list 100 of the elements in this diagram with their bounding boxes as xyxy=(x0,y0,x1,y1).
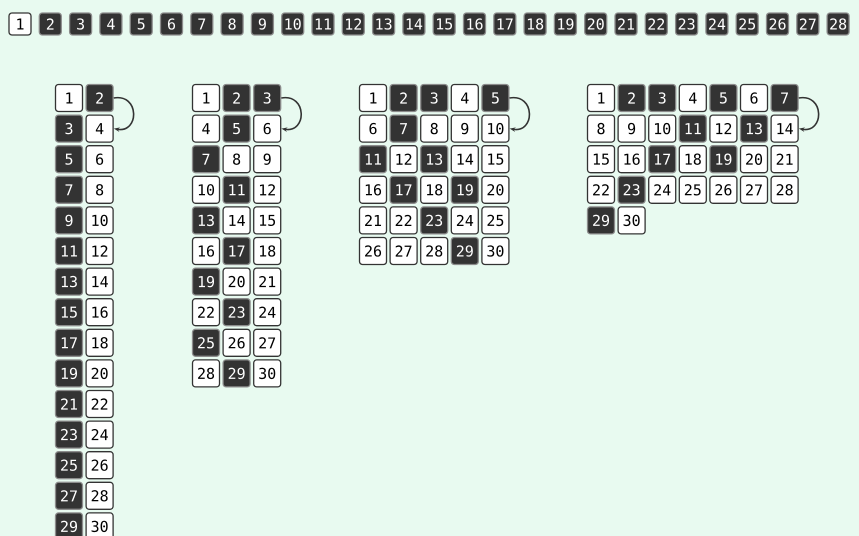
number-cell: 26 xyxy=(709,176,738,204)
number-cell: 15 xyxy=(253,206,282,235)
shaded-number-cell: 3 xyxy=(420,84,448,112)
curved-arrow xyxy=(114,96,134,132)
number-cell: 30 xyxy=(617,206,646,235)
number-cell: 14 xyxy=(85,267,114,296)
number-cell: 4 xyxy=(85,114,114,143)
shaded-number-cell: 23 xyxy=(420,206,448,235)
shaded-number-cell: 3 xyxy=(68,12,92,36)
number-cell: 24 xyxy=(648,176,676,204)
shaded-number-cell: 22 xyxy=(644,12,668,36)
number-cell: 18 xyxy=(253,236,282,266)
number-cell: 12 xyxy=(709,114,738,143)
shaded-number-cell: 12 xyxy=(342,12,365,36)
shaded-number-cell: 13 xyxy=(420,145,448,174)
number-cell: 18 xyxy=(678,145,707,174)
shaded-number-cell: 20 xyxy=(584,12,608,36)
shaded-number-cell: 4 xyxy=(99,12,123,36)
shaded-number-cell: 29 xyxy=(586,206,616,235)
number-cell: 10 xyxy=(648,114,676,143)
number-cell: 25 xyxy=(678,176,707,204)
number-cell: 16 xyxy=(358,176,388,204)
shaded-number-cell: 13 xyxy=(192,206,220,235)
shaded-number-cell: 13 xyxy=(740,114,768,143)
number-cell: 20 xyxy=(740,145,768,174)
curved-arrow xyxy=(510,96,530,132)
shaded-number-cell: 10 xyxy=(281,12,304,36)
shaded-number-cell: 17 xyxy=(493,12,516,36)
shaded-number-cell: 17 xyxy=(54,328,84,357)
number-cell: 30 xyxy=(481,236,510,266)
shaded-number-cell: 2 xyxy=(389,84,418,112)
shaded-number-cell: 3 xyxy=(253,84,282,112)
shaded-number-cell: 29 xyxy=(54,512,84,536)
shaded-number-cell: 2 xyxy=(617,84,646,112)
shaded-number-cell: 27 xyxy=(54,482,84,510)
shaded-number-cell: 19 xyxy=(192,267,220,296)
shaded-number-cell: 9 xyxy=(54,206,84,235)
number-cell: 14 xyxy=(770,114,799,143)
number-cell: 28 xyxy=(770,176,799,204)
shaded-number-cell: 9 xyxy=(250,12,274,36)
number-cell: 27 xyxy=(740,176,768,204)
shaded-number-cell: 21 xyxy=(614,12,638,36)
shaded-number-cell: 11 xyxy=(311,12,335,36)
number-cell: 18 xyxy=(85,328,114,357)
number-cell: 26 xyxy=(358,236,388,266)
shaded-number-cell: 18 xyxy=(523,12,547,36)
number-cell: 24 xyxy=(85,420,114,449)
number-cell: 16 xyxy=(85,298,114,326)
number-cell: 10 xyxy=(85,206,114,235)
number-cell: 28 xyxy=(85,482,114,510)
number-cell: 8 xyxy=(85,176,114,204)
shaded-number-cell: 11 xyxy=(222,176,251,204)
shaded-number-cell: 7 xyxy=(770,84,799,112)
number-cell: 16 xyxy=(617,145,646,174)
shaded-number-cell: 16 xyxy=(462,12,486,36)
shaded-number-cell: 19 xyxy=(554,12,578,36)
curved-arrow xyxy=(281,96,302,132)
shaded-number-cell: 24 xyxy=(705,12,729,36)
number-cell: 30 xyxy=(253,359,282,388)
shaded-number-cell: 25 xyxy=(54,451,84,480)
shaded-number-cell: 25 xyxy=(736,12,759,36)
number-cell: 6 xyxy=(85,145,114,174)
number-cell: 22 xyxy=(192,298,220,326)
number-cell: 27 xyxy=(389,236,418,266)
shaded-number-cell: 26 xyxy=(766,12,790,36)
shaded-number-cell: 15 xyxy=(54,298,84,326)
shaded-number-cell: 5 xyxy=(130,12,153,36)
shaded-number-cell: 7 xyxy=(389,114,418,143)
shaded-number-cell: 6 xyxy=(160,12,184,36)
shaded-number-cell: 5 xyxy=(222,114,251,143)
number-cell: 9 xyxy=(617,114,646,143)
shaded-number-cell: 13 xyxy=(54,267,84,296)
number-cell: 1 xyxy=(586,84,616,112)
shaded-number-cell: 25 xyxy=(192,328,220,357)
shaded-number-cell: 2 xyxy=(222,84,251,112)
shaded-number-cell: 15 xyxy=(432,12,456,36)
shaded-number-cell: 3 xyxy=(648,84,676,112)
shaded-number-cell: 17 xyxy=(222,236,251,266)
number-cell: 24 xyxy=(253,298,282,326)
number-cell: 4 xyxy=(192,114,220,143)
shaded-number-cell: 11 xyxy=(678,114,707,143)
shaded-number-cell: 7 xyxy=(54,176,84,204)
shaded-number-cell: 17 xyxy=(648,145,676,174)
number-cell: 1 xyxy=(54,84,84,112)
number-cell: 21 xyxy=(253,267,282,296)
number-cell: 8 xyxy=(222,145,251,174)
shaded-number-cell: 21 xyxy=(54,390,84,418)
shaded-number-cell: 23 xyxy=(222,298,251,326)
shaded-number-cell: 11 xyxy=(54,236,84,266)
number-cell: 12 xyxy=(253,176,282,204)
number-cell: 21 xyxy=(358,206,388,235)
number-cell: 22 xyxy=(389,206,418,235)
shaded-number-cell: 13 xyxy=(372,12,396,36)
number-cell: 10 xyxy=(481,114,510,143)
shaded-number-cell: 2 xyxy=(38,12,62,36)
curved-arrow xyxy=(798,96,820,132)
number-cell: 4 xyxy=(678,84,707,112)
number-cell: 15 xyxy=(586,145,616,174)
shaded-number-cell: 3 xyxy=(54,114,84,143)
number-cell: 1 xyxy=(358,84,388,112)
